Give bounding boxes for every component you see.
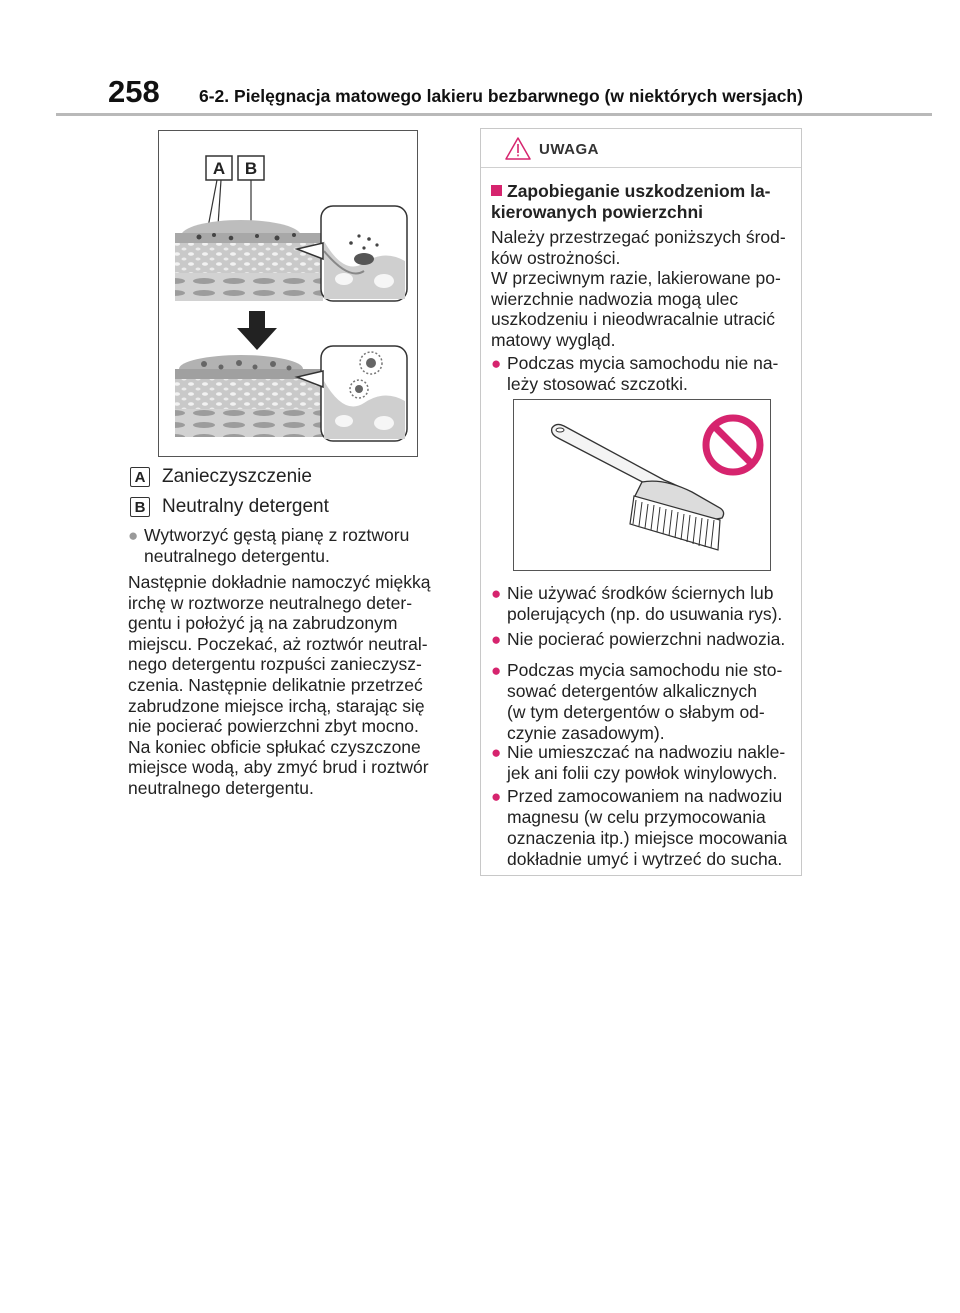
warning-title: UWAGA <box>539 141 599 158</box>
bullet-dot-icon: ● <box>491 630 502 649</box>
legend-item-a: A Zanieczyszczenie <box>130 466 312 488</box>
warning-bullet-text: Podczas mycia samochodu nie sto- sować d… <box>507 660 783 743</box>
bullet-dot-icon: ● <box>491 661 502 680</box>
page-header: 258 6-2. Pielęgnacja matowego lakieru be… <box>0 0 960 118</box>
bullet-dot-icon: ● <box>491 743 502 762</box>
warning-bullet-4: ● Nie umieszczać na nadwoziu nakle- jek … <box>491 742 796 784</box>
figure-label-b: B <box>245 159 257 178</box>
brush-svg <box>550 414 764 551</box>
legend-text-a: Zanieczyszczenie <box>162 466 312 487</box>
warning-box: UWAGA Zapobieganie uszkodzeniom la- kier… <box>480 128 802 876</box>
surface-after <box>175 355 323 437</box>
legend-badge-b: B <box>130 497 150 517</box>
zoom-bubble-after <box>294 345 408 442</box>
warning-bullet-2: ● Nie pocierać powierzchni nadwozia. <box>491 629 796 650</box>
warning-bullet-text: Nie używać środków ściernych lub poleruj… <box>507 583 783 624</box>
zoom-bubble-before <box>294 205 408 302</box>
warning-bullet-1: ● Nie używać środków ściernych lub poler… <box>491 583 796 625</box>
bullet-dot-icon: ● <box>128 526 139 545</box>
warning-subheading: Zapobieganie uszkodzeniom la- kierowanyc… <box>491 181 771 223</box>
down-arrow-icon <box>237 311 277 350</box>
warning-bullet-text: Nie umieszczać na nadwoziu nakle- jek an… <box>507 742 786 783</box>
legend-item-b: B Neutralny detergent <box>130 496 329 518</box>
warning-bullet-text: Przed zamocowaniem na nadwoziu magnesu (… <box>507 786 788 869</box>
running-title: 6-2. Pielęgnacja matowego lakieru bezbar… <box>199 86 803 106</box>
warning-intro: Należy przestrzegać poniższych środ- ków… <box>491 227 786 350</box>
prohibited-icon <box>702 414 764 476</box>
bullet-dot-icon: ● <box>491 787 502 806</box>
foam-cleaning-illustration: A B <box>158 130 418 457</box>
warning-subheading-text: Zapobieganie uszkodzeniom la- kierowanyc… <box>491 181 771 222</box>
warning-bullet-3: ● Podczas mycia samochodu nie sto- sować… <box>491 660 796 744</box>
figure-label-a: A <box>213 159 225 178</box>
warning-triangle-icon <box>505 137 531 160</box>
header-rule <box>56 113 932 116</box>
warning-bullet-text: Nie pocierać powierzchni nadwozia. <box>507 629 786 649</box>
page-number: 258 <box>108 74 160 109</box>
warning-header: UWAGA <box>481 129 801 168</box>
bullet-dot-icon: ● <box>491 584 502 603</box>
bullet-dot-icon: ● <box>491 354 502 373</box>
brush-prohibited-illustration <box>513 399 771 571</box>
foam-illustration-svg: A B <box>175 155 408 442</box>
left-bullet-item: ● Wytworzyć gęstą pianę z roztworu neutr… <box>128 525 448 567</box>
left-paragraph: Następnie dokładnie namoczyć miękką irch… <box>128 572 431 798</box>
legend-text-b: Neutralny detergent <box>162 496 329 517</box>
surface-before <box>175 220 323 301</box>
warning-bullet-brush: ● Podczas mycia samochodu nie na- leży s… <box>491 353 796 395</box>
square-bullet-icon <box>491 185 502 196</box>
brush-icon <box>550 423 725 551</box>
warning-bullet-5: ● Przed zamocowaniem na nadwoziu magnesu… <box>491 786 796 870</box>
left-bullet-text: Wytworzyć gęstą pianę z roztworu neutral… <box>144 525 410 566</box>
legend-badge-a: A <box>130 467 150 487</box>
warning-bullet-brush-text: Podczas mycia samochodu nie na- leży sto… <box>507 353 779 394</box>
